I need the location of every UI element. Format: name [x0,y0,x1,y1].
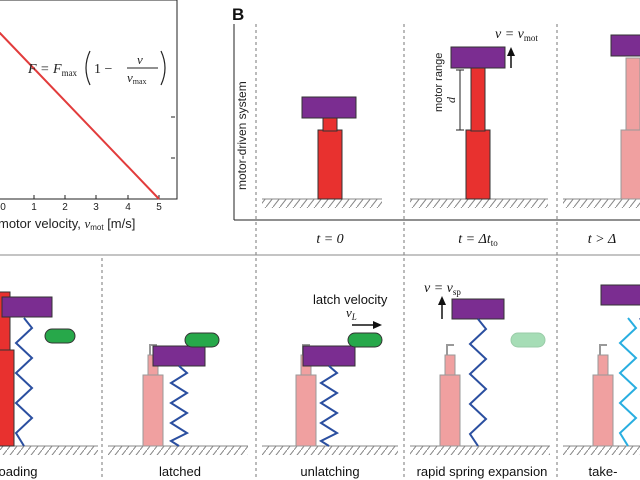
x-tick-label: 5 [156,202,162,213]
latch-faded [510,332,546,348]
svg-text:v: v [137,52,143,67]
d-symbol: d [444,96,458,103]
time-labels: t = 0 t = Δtto t > Δ [316,232,616,248]
spring [14,317,34,447]
mass-block [302,345,356,367]
motor-range-bracket [456,69,464,131]
motor-rod [625,57,640,131]
right-arrow [352,321,382,329]
bottom-row: latch velocity vL v = vsp [0,258,640,480]
panel-b-letter: B [232,5,244,24]
panel-b-y-axis-label: motor-driven system [235,81,249,190]
mass-block [301,96,357,119]
up-arrow [438,296,446,319]
time-label: t = Δtto [458,232,498,248]
motor-body [142,374,164,447]
ground-hatch [410,199,548,208]
spring-velocity-label: v = vsp [424,281,461,297]
x-tick-label: 3 [93,202,99,213]
stage-unlatching: latch velocity vL [295,292,388,447]
latch-velocity-label: latch velocity [313,292,388,307]
force-velocity-line [0,31,160,200]
motor-system-t-after [563,34,640,208]
x-tick-labels: 0 1 2 3 4 5 [0,202,162,213]
motor-body [317,129,343,200]
motor-body [465,129,491,200]
mass-block [451,298,505,320]
motor-body [620,129,640,200]
spring [618,317,638,447]
time-label: t = 0 [316,232,343,247]
hook [446,344,454,355]
latch [184,332,220,348]
latch [44,328,76,344]
motor-rod [444,354,456,376]
hook [149,344,157,355]
mass-block [450,46,506,69]
dashed-dividers [255,24,558,255]
x-tick-label: 1 [31,202,37,213]
svg-text:1 −: 1 − [94,62,113,77]
motor-system-t-takeoff: motor range d v = vmot [410,27,548,208]
velocity-label: v = vmot [495,27,538,43]
hook [599,344,607,355]
mass-block [1,296,53,318]
stage-rapid-expansion: v = vsp [424,281,546,447]
stage-label: take- [589,464,618,479]
motor-range-label: motor range [433,53,445,112]
motor-rod [470,67,486,132]
plot-ticks [33,116,175,199]
vl-symbol: vL [346,305,357,322]
spring [468,318,488,447]
x-tick-label: 2 [62,202,68,213]
mass-block [600,284,640,306]
bottom-dividers [101,258,558,480]
panel-b: B motor-driven system [232,5,640,255]
mass-block [610,34,640,57]
time-label: t > Δ [588,232,617,247]
ground-hatch [262,199,382,208]
motor-rod [0,291,11,351]
stage-label: unlatching [300,464,359,479]
motor-body [439,374,461,447]
stage-label: rapid spring expansion [417,464,548,479]
stage-labels: oading latched unlatching rapid spring e… [0,464,617,479]
spring [168,365,190,447]
plot-frame [0,0,178,200]
latch [347,332,383,348]
x-tick-label: 4 [125,202,131,213]
ground-hatch [563,199,640,208]
x-axis-label: motor velocity, vmot [m/s] [0,216,135,232]
stage-latched [142,332,220,447]
motor-body [295,374,317,447]
stage-loading [0,291,76,447]
stage-label: oading [0,464,38,479]
mass-block [152,345,206,367]
up-arrow [507,47,515,68]
x-tick-label: 0 [0,202,6,213]
motor-body [0,349,15,447]
motor-rod [597,354,609,376]
panel-a: 0 1 2 3 4 5 motor velocity, vmot [m/s] F… [0,0,178,232]
motor-system-t0 [262,96,382,208]
stage-label: latched [159,464,201,479]
ground-lines [0,445,640,455]
svg-text:vmax: vmax [127,70,147,86]
spring [318,365,340,447]
motor-body [592,374,614,447]
svg-text:F = Fmax: F = Fmax [27,62,78,78]
motor-rod [322,117,338,132]
stage-take-off [592,284,640,447]
force-equation: F = Fmax 1 − v vmax [27,50,166,86]
